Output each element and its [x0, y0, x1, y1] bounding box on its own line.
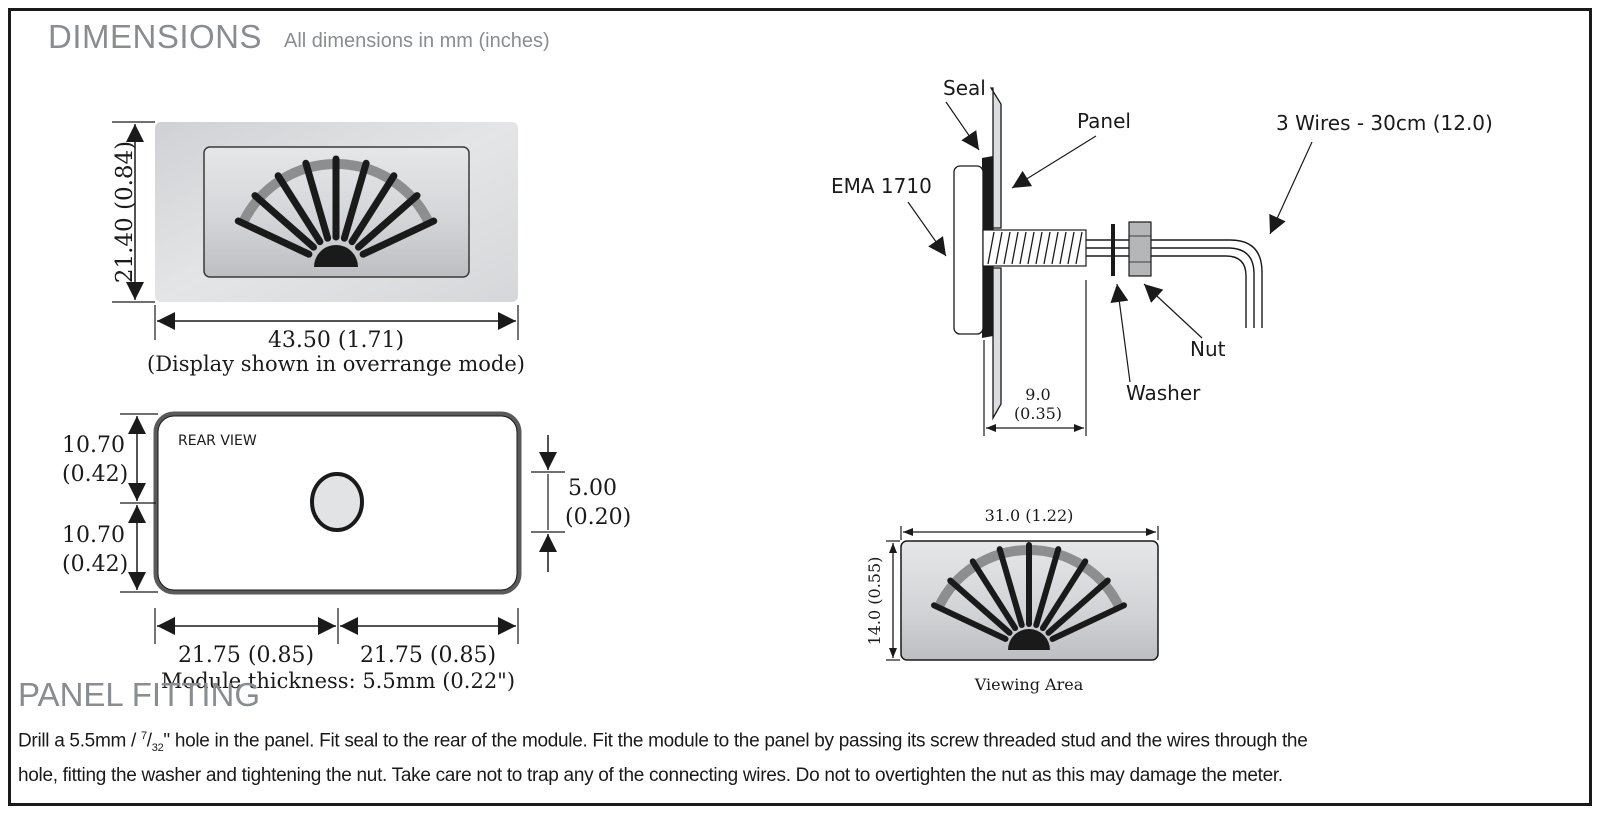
thread-line — [1067, 231, 1075, 265]
thread-line — [1019, 231, 1027, 265]
gauge-segment — [930, 602, 1009, 642]
hole-dimension-mm: 5.00 — [568, 476, 617, 501]
fraction-denominator: 32 — [151, 742, 164, 755]
wires-label: 3 Wires - 30cm (12.0) — [1276, 111, 1493, 135]
module-thickness-label: Module thickness: 5.5mm (0.22") — [161, 669, 515, 693]
washer-label: Washer — [1126, 381, 1201, 405]
stud-length-in: (0.35) — [1014, 404, 1062, 423]
panel-fitting-instructions: Drill a 5.5mm / 7/32" hole in the panel.… — [18, 722, 1578, 790]
stud-length-mm: 9.0 — [1025, 385, 1050, 404]
model-label: EMA 1710 — [831, 174, 932, 198]
front-view: 21.40 (0.84) 43.50 (1.71) (Display shown… — [112, 121, 525, 376]
gauge-segment — [1045, 577, 1111, 636]
washer — [1111, 224, 1115, 276]
instruction-text: " hole in the panel. Fit seal to the rea… — [163, 730, 1308, 752]
gauge-segment — [947, 577, 1013, 636]
wires — [1086, 239, 1263, 328]
washer-leader — [1110, 283, 1131, 383]
gauge-segment — [251, 192, 317, 251]
units-note: All dimensions in mm (inches) — [284, 30, 550, 52]
gauge-segment — [302, 159, 332, 242]
thread-line — [1003, 231, 1011, 265]
instructions-line-2: hole, fitting the washer and tightening … — [18, 765, 1283, 787]
instruction-text: Drill a 5.5mm / — [18, 730, 141, 752]
viewing-area-view: 31.0 (1.22) 14.0 (0.55) Viewing Area — [865, 506, 1159, 694]
gauge-segment — [969, 558, 1019, 632]
upper-height-in: (0.42) — [62, 462, 128, 487]
model-leader — [907, 201, 947, 257]
gauge-segment — [234, 217, 313, 258]
nut — [1128, 221, 1152, 277]
thread-line — [1027, 231, 1035, 265]
lower-height-mm: 10.70 — [62, 523, 125, 548]
gauge-segment — [996, 546, 1025, 629]
gauge-segment — [355, 192, 421, 251]
thread-line — [1059, 231, 1067, 265]
hole-dimension-in: (0.20) — [565, 505, 631, 530]
gauge-segment — [348, 172, 398, 246]
gauge-segment — [274, 172, 324, 246]
gauge-segment — [359, 217, 438, 258]
front-view-caption: (Display shown in overrange mode) — [147, 352, 525, 376]
thread-line — [1051, 231, 1059, 265]
thread-line — [1043, 231, 1051, 265]
panel-fitting-heading: PANEL FITTING — [18, 676, 261, 713]
viewing-area-gauge — [930, 542, 1128, 650]
upper-height-mm: 10.70 — [62, 433, 125, 458]
instructions-line-1: Drill a 5.5mm / 7/32" hole in the panel.… — [18, 730, 1308, 755]
gauge-segment — [340, 159, 370, 242]
gauge-segment — [1049, 602, 1128, 642]
nut-leader — [1143, 283, 1203, 339]
lower-height-in: (0.42) — [62, 552, 128, 577]
panel-label: Panel — [1077, 109, 1131, 133]
right-width-label: 21.75 (0.85) — [360, 643, 496, 668]
viewing-area-caption: Viewing Area — [974, 675, 1084, 694]
thread-line — [1075, 231, 1083, 265]
stud-hole — [310, 472, 364, 532]
width-dimension-label: 43.50 (1.71) — [268, 328, 404, 353]
module-body — [953, 165, 984, 335]
thread-line — [987, 231, 995, 265]
rear-view: REAR VIEW 10.70 (0.42) 10.70 (0.42) 5.00… — [62, 411, 631, 693]
rear-view-label: REAR VIEW — [178, 433, 257, 449]
fraction-numerator: 7 — [140, 730, 147, 742]
gauge-hub — [1008, 629, 1050, 650]
thread-line — [1035, 231, 1043, 265]
thread-line — [1011, 231, 1019, 265]
seal-leader — [945, 101, 980, 151]
thread-line — [995, 231, 1003, 265]
side-view: Seal Panel EMA 1710 3 Wires - 30cm (12.0… — [831, 76, 1493, 436]
dimensions-heading: DIMENSIONS — [48, 18, 263, 55]
wires-leader — [1269, 141, 1313, 235]
gauge-segment — [1033, 546, 1062, 629]
gauge-hub — [314, 245, 358, 267]
gauge-display — [234, 155, 438, 267]
seal-label: Seal — [943, 76, 986, 100]
height-dimension-label: 21.40 (0.84) — [112, 141, 138, 283]
stud-threads — [987, 231, 1083, 265]
left-width-label: 21.75 (0.85) — [178, 643, 314, 668]
nut-label: Nut — [1190, 337, 1226, 361]
viewing-height-label: 14.0 (0.55) — [865, 557, 884, 646]
gauge-segment — [1039, 558, 1089, 632]
viewing-width-label: 31.0 (1.22) — [985, 506, 1074, 525]
panel-leader — [1011, 135, 1097, 189]
